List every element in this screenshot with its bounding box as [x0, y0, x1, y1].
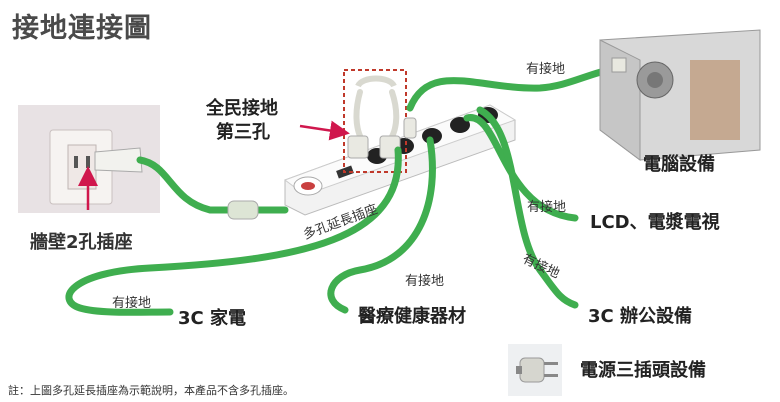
- label-ground-computer: 有接地: [526, 62, 566, 77]
- label-ground-medical: 有接地: [405, 274, 445, 289]
- cable-to-medical: [327, 136, 436, 314]
- arrow-ground: [299, 120, 350, 141]
- label-ground-appliance: 有接地: [112, 296, 152, 311]
- three-prong-plug-graphic: [508, 344, 562, 396]
- label-office: 3C 辦公設備: [588, 306, 693, 327]
- computer-tower-graphic: [599, 29, 761, 161]
- label-computer: 電腦設備: [643, 154, 715, 175]
- demo-plug-cord: [353, 89, 400, 143]
- label-medical: 醫療健康器材: [358, 306, 466, 327]
- label-wall-socket: 牆壁2孔插座: [30, 232, 133, 253]
- label-three-prong: 電源三插頭設備: [580, 360, 706, 381]
- label-ground-lcd: 有接地: [527, 200, 567, 215]
- cable-to-computer: [406, 64, 624, 112]
- cable-to-office: [476, 106, 579, 309]
- label-ground-line2: 第三孔: [216, 122, 270, 143]
- label-appliance: 3C 家電: [178, 308, 247, 329]
- label-ground-line1: 全民接地: [206, 98, 278, 119]
- cable-sleeve-wall: [227, 200, 259, 220]
- cable-wall-to-strip: [136, 156, 289, 214]
- page-title: 接地連接圖: [12, 13, 152, 44]
- footnote: 註：上圖多孔延長插座為示範說明，本產品不含多孔插座。: [8, 384, 294, 397]
- label-lcd-tv: LCD、電漿電視: [590, 212, 720, 233]
- cable-to-appliance: [65, 146, 402, 316]
- cable-to-lcd: [463, 114, 579, 222]
